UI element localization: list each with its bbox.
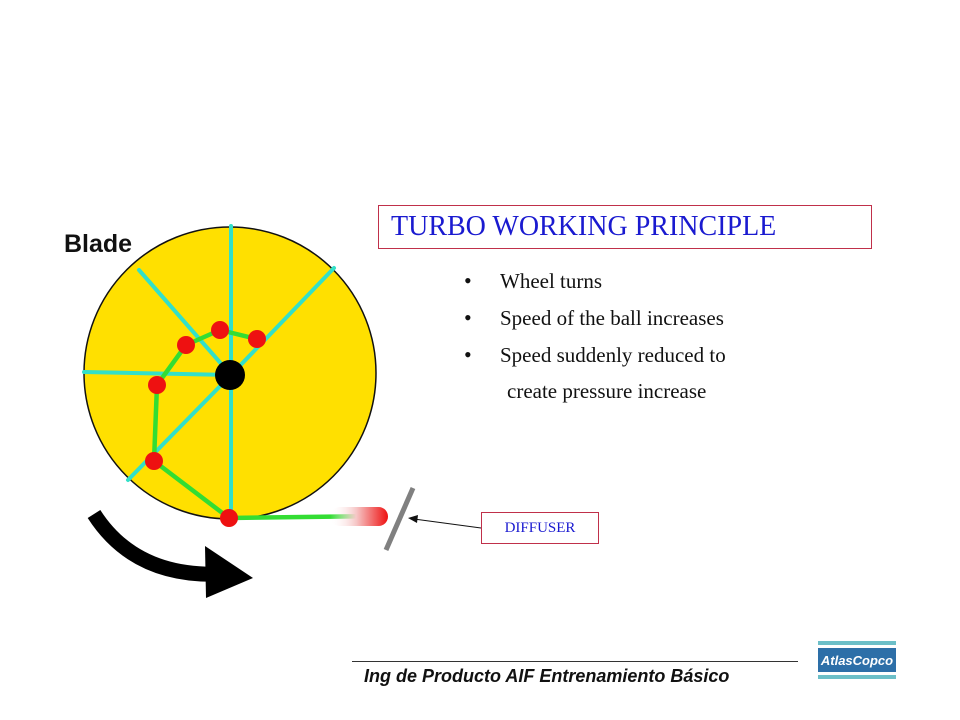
page-title: TURBO WORKING PRINCIPLE [391, 211, 777, 242]
bullet-text: Speed suddenly reduced to [500, 343, 726, 367]
balls [145, 321, 266, 527]
rotation-arrow [87, 509, 253, 598]
list-item: • Speed suddenly reduced to [464, 336, 726, 373]
bullet-text: Wheel turns [500, 269, 603, 293]
diffuser-pointer [408, 515, 482, 529]
blade [229, 266, 336, 377]
ball [177, 336, 195, 354]
footer-text: Ing de Producto AIF Entrenamiento Básico [364, 666, 730, 686]
bullet-icon: • [464, 268, 472, 293]
bullet-icon: • [464, 342, 472, 367]
list-item: • Wheel turns [464, 262, 726, 299]
ball [145, 452, 163, 470]
bullet-text: Speed of the ball increases [500, 306, 724, 330]
impeller-blades [82, 224, 336, 521]
ball [211, 321, 229, 339]
blade [137, 268, 233, 377]
blade [82, 370, 233, 377]
logo-text: AtlasCopco [820, 653, 893, 668]
ball [220, 509, 238, 527]
atlas-copco-logo: AtlasCopco [818, 641, 896, 679]
ball [148, 376, 166, 394]
wheel-hub [215, 360, 245, 390]
blade-label: Blade [64, 230, 133, 258]
list-item: • Speed of the ball increases [464, 299, 726, 336]
bullet-icon: • [464, 305, 472, 330]
bullet-list: • Wheel turns • Speed of the ball increase… [464, 262, 726, 410]
title-box: TURBO WORKING PRINCIPLE [378, 205, 872, 249]
bullet-continuation: create pressure increase [507, 379, 707, 403]
footer-divider [352, 661, 798, 662]
diffuser-label: DIFFUSER [481, 512, 599, 544]
exit-streak [330, 507, 388, 526]
diffuser-wall [383, 487, 416, 551]
ball [248, 330, 266, 348]
